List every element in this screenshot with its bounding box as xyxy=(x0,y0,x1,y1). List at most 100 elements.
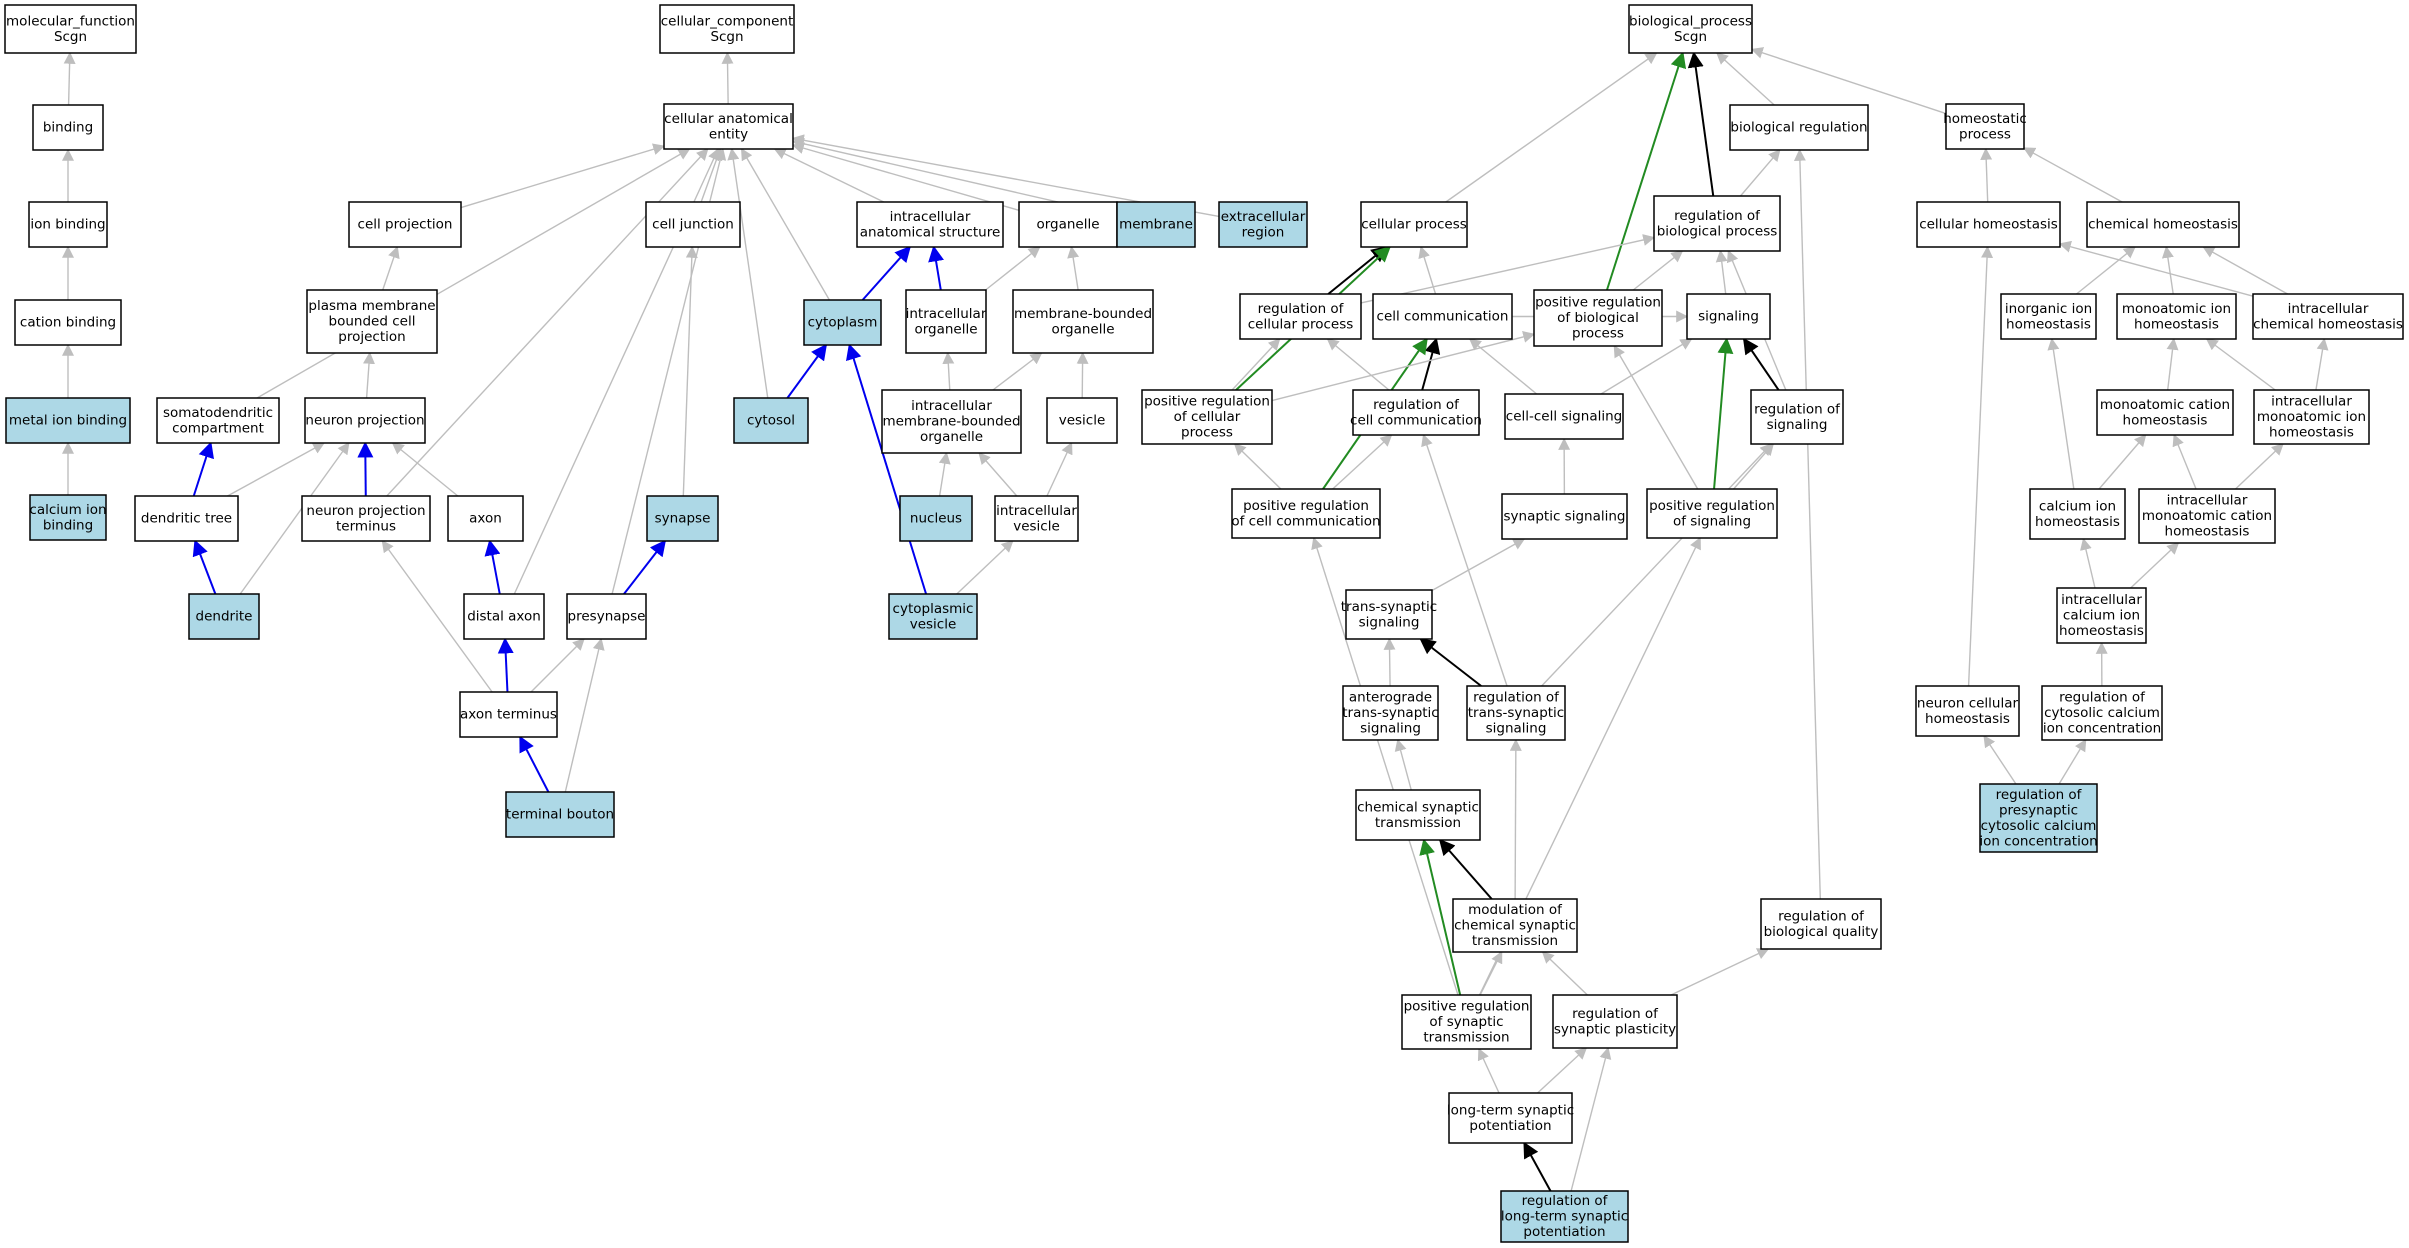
term-node-dtree[interactable]: dendritic tree xyxy=(134,495,239,542)
term-label-line: monoatomic cation xyxy=(2142,508,2272,524)
term-box xyxy=(888,593,978,640)
edge-axterm-to-npterm xyxy=(381,540,493,693)
term-label-line: presynaptic xyxy=(1999,802,2078,818)
term-node-metalb[interactable]: metal ion binding xyxy=(5,397,131,444)
term-box xyxy=(134,495,239,542)
term-label-line: of cellular xyxy=(1174,409,1241,425)
edge-regbp-to-bioreg xyxy=(1739,149,1781,197)
term-box xyxy=(29,494,107,541)
term-node-cjunc[interactable]: cell junction xyxy=(645,201,741,248)
term-node-bioreg[interactable]: biological regulation xyxy=(1729,104,1869,151)
term-node-tbouton[interactable]: terminal bouton xyxy=(505,791,615,838)
term-node-dendrite[interactable]: dendrite xyxy=(188,593,260,640)
term-box xyxy=(663,103,794,150)
term-node-cationb[interactable]: cation binding xyxy=(14,299,122,346)
term-label-line: cellular anatomical xyxy=(664,111,793,127)
edge-icves-to-imbo xyxy=(978,452,1018,497)
term-node-cellproj[interactable]: cell projection xyxy=(348,201,462,248)
term-node-cellproc[interactable]: cellular process xyxy=(1360,201,1468,248)
term-node-ccsig[interactable]: cell-cell signaling xyxy=(1504,393,1624,440)
term-node-cellcomm[interactable]: cell communication xyxy=(1372,293,1513,340)
term-label-line: homeostasis xyxy=(2059,623,2144,639)
term-node-cytoplasm[interactable]: cytoplasm xyxy=(803,299,882,346)
term-label-line: chemical synaptic xyxy=(1357,799,1479,815)
term-node-cytosol[interactable]: cytosol xyxy=(733,397,809,444)
term-label-line: synaptic plasticity xyxy=(1554,1021,1676,1037)
edge-dtree-to-sdc xyxy=(192,441,214,497)
edge-cellproj-to-cae xyxy=(460,143,666,209)
term-node-neuproj[interactable]: neuron projection xyxy=(304,397,426,444)
edge-cytves-to-icves xyxy=(956,540,1014,595)
edge-regtranssig-to-transsig xyxy=(1419,638,1482,687)
term-node-signaling[interactable]: signaling xyxy=(1686,293,1771,340)
term-label-line: ion concentration xyxy=(2043,721,2161,737)
term-label-line: homeostasis xyxy=(1925,711,2010,727)
term-node-daxon[interactable]: distal axon xyxy=(463,593,545,640)
term-box xyxy=(1352,389,1480,436)
edge-cellproc-to-bp xyxy=(1445,52,1658,203)
term-node-cellhomeo[interactable]: cellular homeostasis xyxy=(1916,201,2061,248)
term-node-membrane[interactable]: membrane xyxy=(1116,201,1196,248)
term-node-binding[interactable]: binding xyxy=(32,104,104,151)
term-box xyxy=(646,495,719,542)
edge-cjunc-to-cae xyxy=(700,147,723,203)
term-node-organelle[interactable]: organelle xyxy=(1018,201,1118,248)
term-node-ionb[interactable]: ion binding xyxy=(28,201,108,248)
term-label-line: vesicle xyxy=(910,616,957,632)
term-node-chemhomeo[interactable]: chemical homeostasis xyxy=(2086,201,2240,248)
term-node-synsig[interactable]: synaptic signaling xyxy=(1501,493,1628,540)
term-node-vesicle[interactable]: vesicle xyxy=(1046,397,1118,444)
term-node-presyn[interactable]: presynapse xyxy=(566,593,647,640)
term-node-synapse[interactable]: synapse xyxy=(646,495,719,542)
term-node-axterm[interactable]: axon terminus xyxy=(459,691,558,738)
term-node-axon[interactable]: axon xyxy=(447,495,524,542)
term-node-nucleus[interactable]: nucleus xyxy=(899,495,973,542)
term-box xyxy=(5,397,131,444)
